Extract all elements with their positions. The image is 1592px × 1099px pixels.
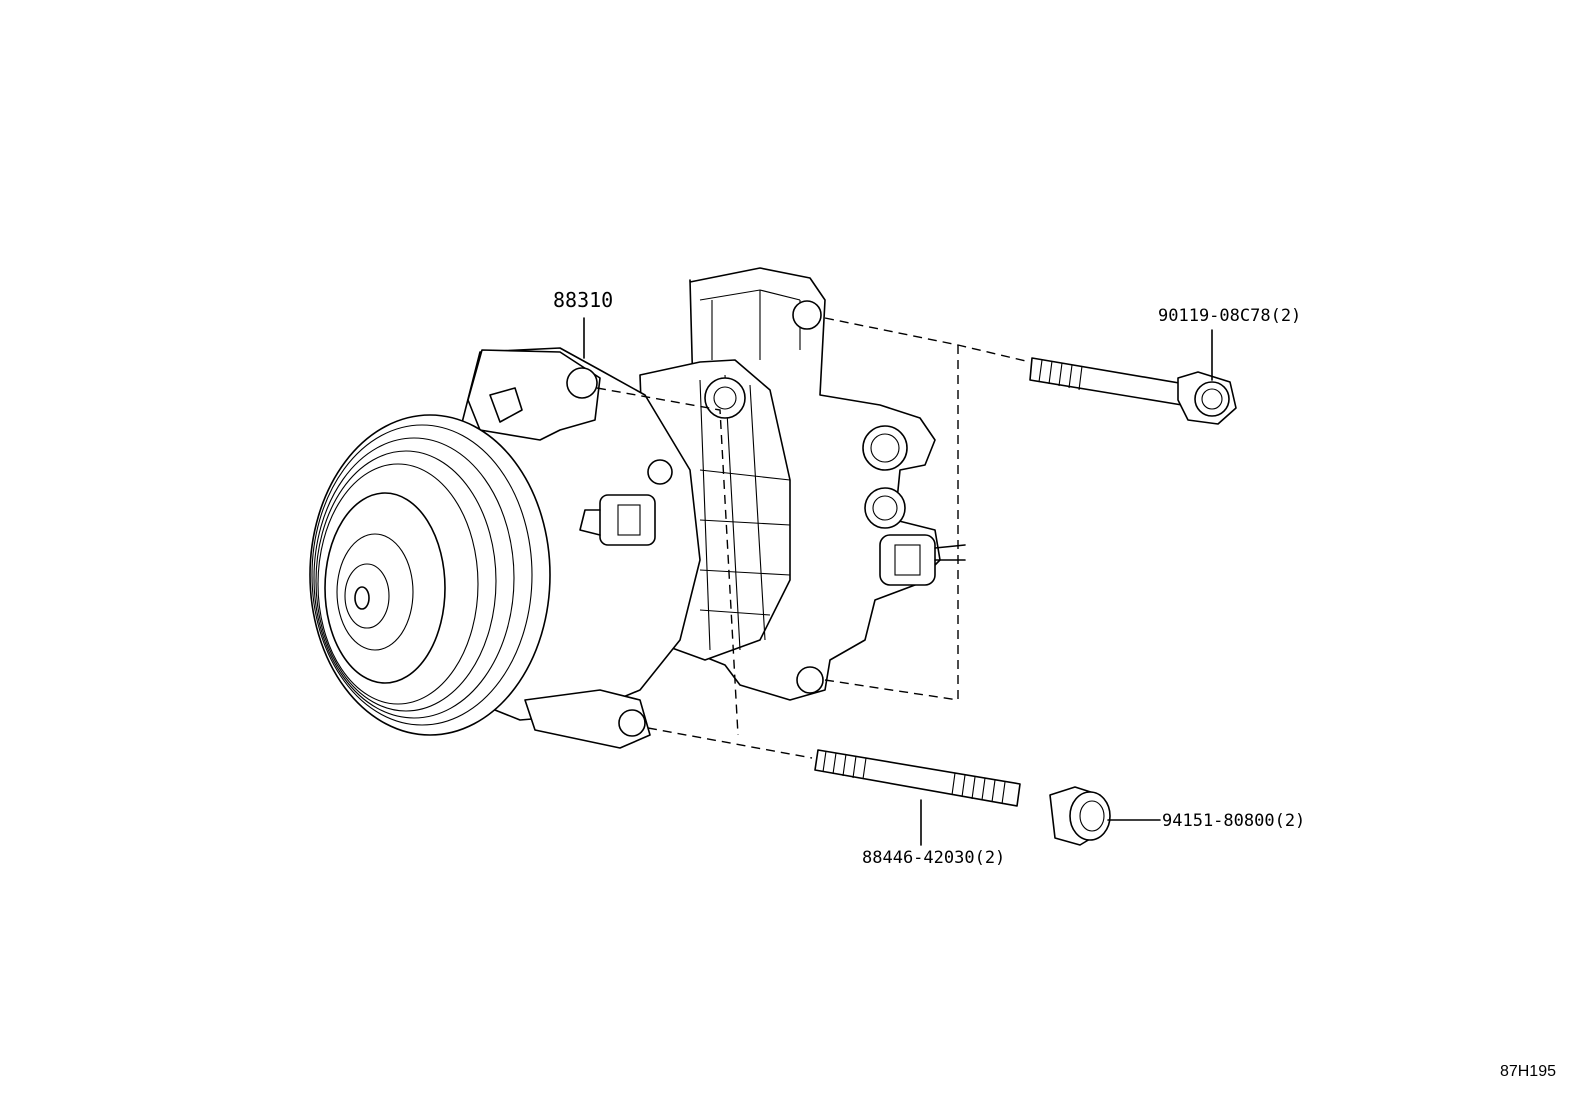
rear-lower-mount-hole — [796, 666, 824, 694]
front-upper-mount-hole — [566, 367, 598, 399]
side-connector — [599, 494, 656, 546]
body-boss — [704, 377, 746, 419]
part-label-90119-08c78[interactable]: 90119-08C78(2) — [1158, 306, 1302, 326]
flange-bolt-illustration[interactable] — [1029, 357, 1237, 425]
suction-port — [862, 425, 908, 471]
ac-compressor-illustration[interactable] — [309, 267, 966, 749]
part-label-94151-80800[interactable]: 94151-80800(2) — [1162, 811, 1306, 831]
discharge-port — [864, 487, 906, 529]
alignment-lines — [596, 317, 1031, 759]
compressor-pulley — [309, 414, 551, 736]
nut-illustration[interactable] — [1049, 786, 1111, 846]
stud-bolt-illustration[interactable] — [814, 749, 1021, 807]
pulley-hub — [354, 586, 370, 610]
illustration-code: 87H195 — [1499, 1063, 1556, 1080]
rear-upper-mount-hole — [792, 300, 822, 330]
front-lower-bracket — [524, 689, 651, 749]
leader-lines — [583, 317, 1213, 846]
part-label-88310[interactable]: 88310 — [553, 288, 614, 312]
rear-connector — [879, 534, 936, 586]
part-label-88446-42030[interactable]: 88446-42030(2) — [862, 848, 1006, 868]
front-lower-mount-hole — [618, 709, 646, 737]
